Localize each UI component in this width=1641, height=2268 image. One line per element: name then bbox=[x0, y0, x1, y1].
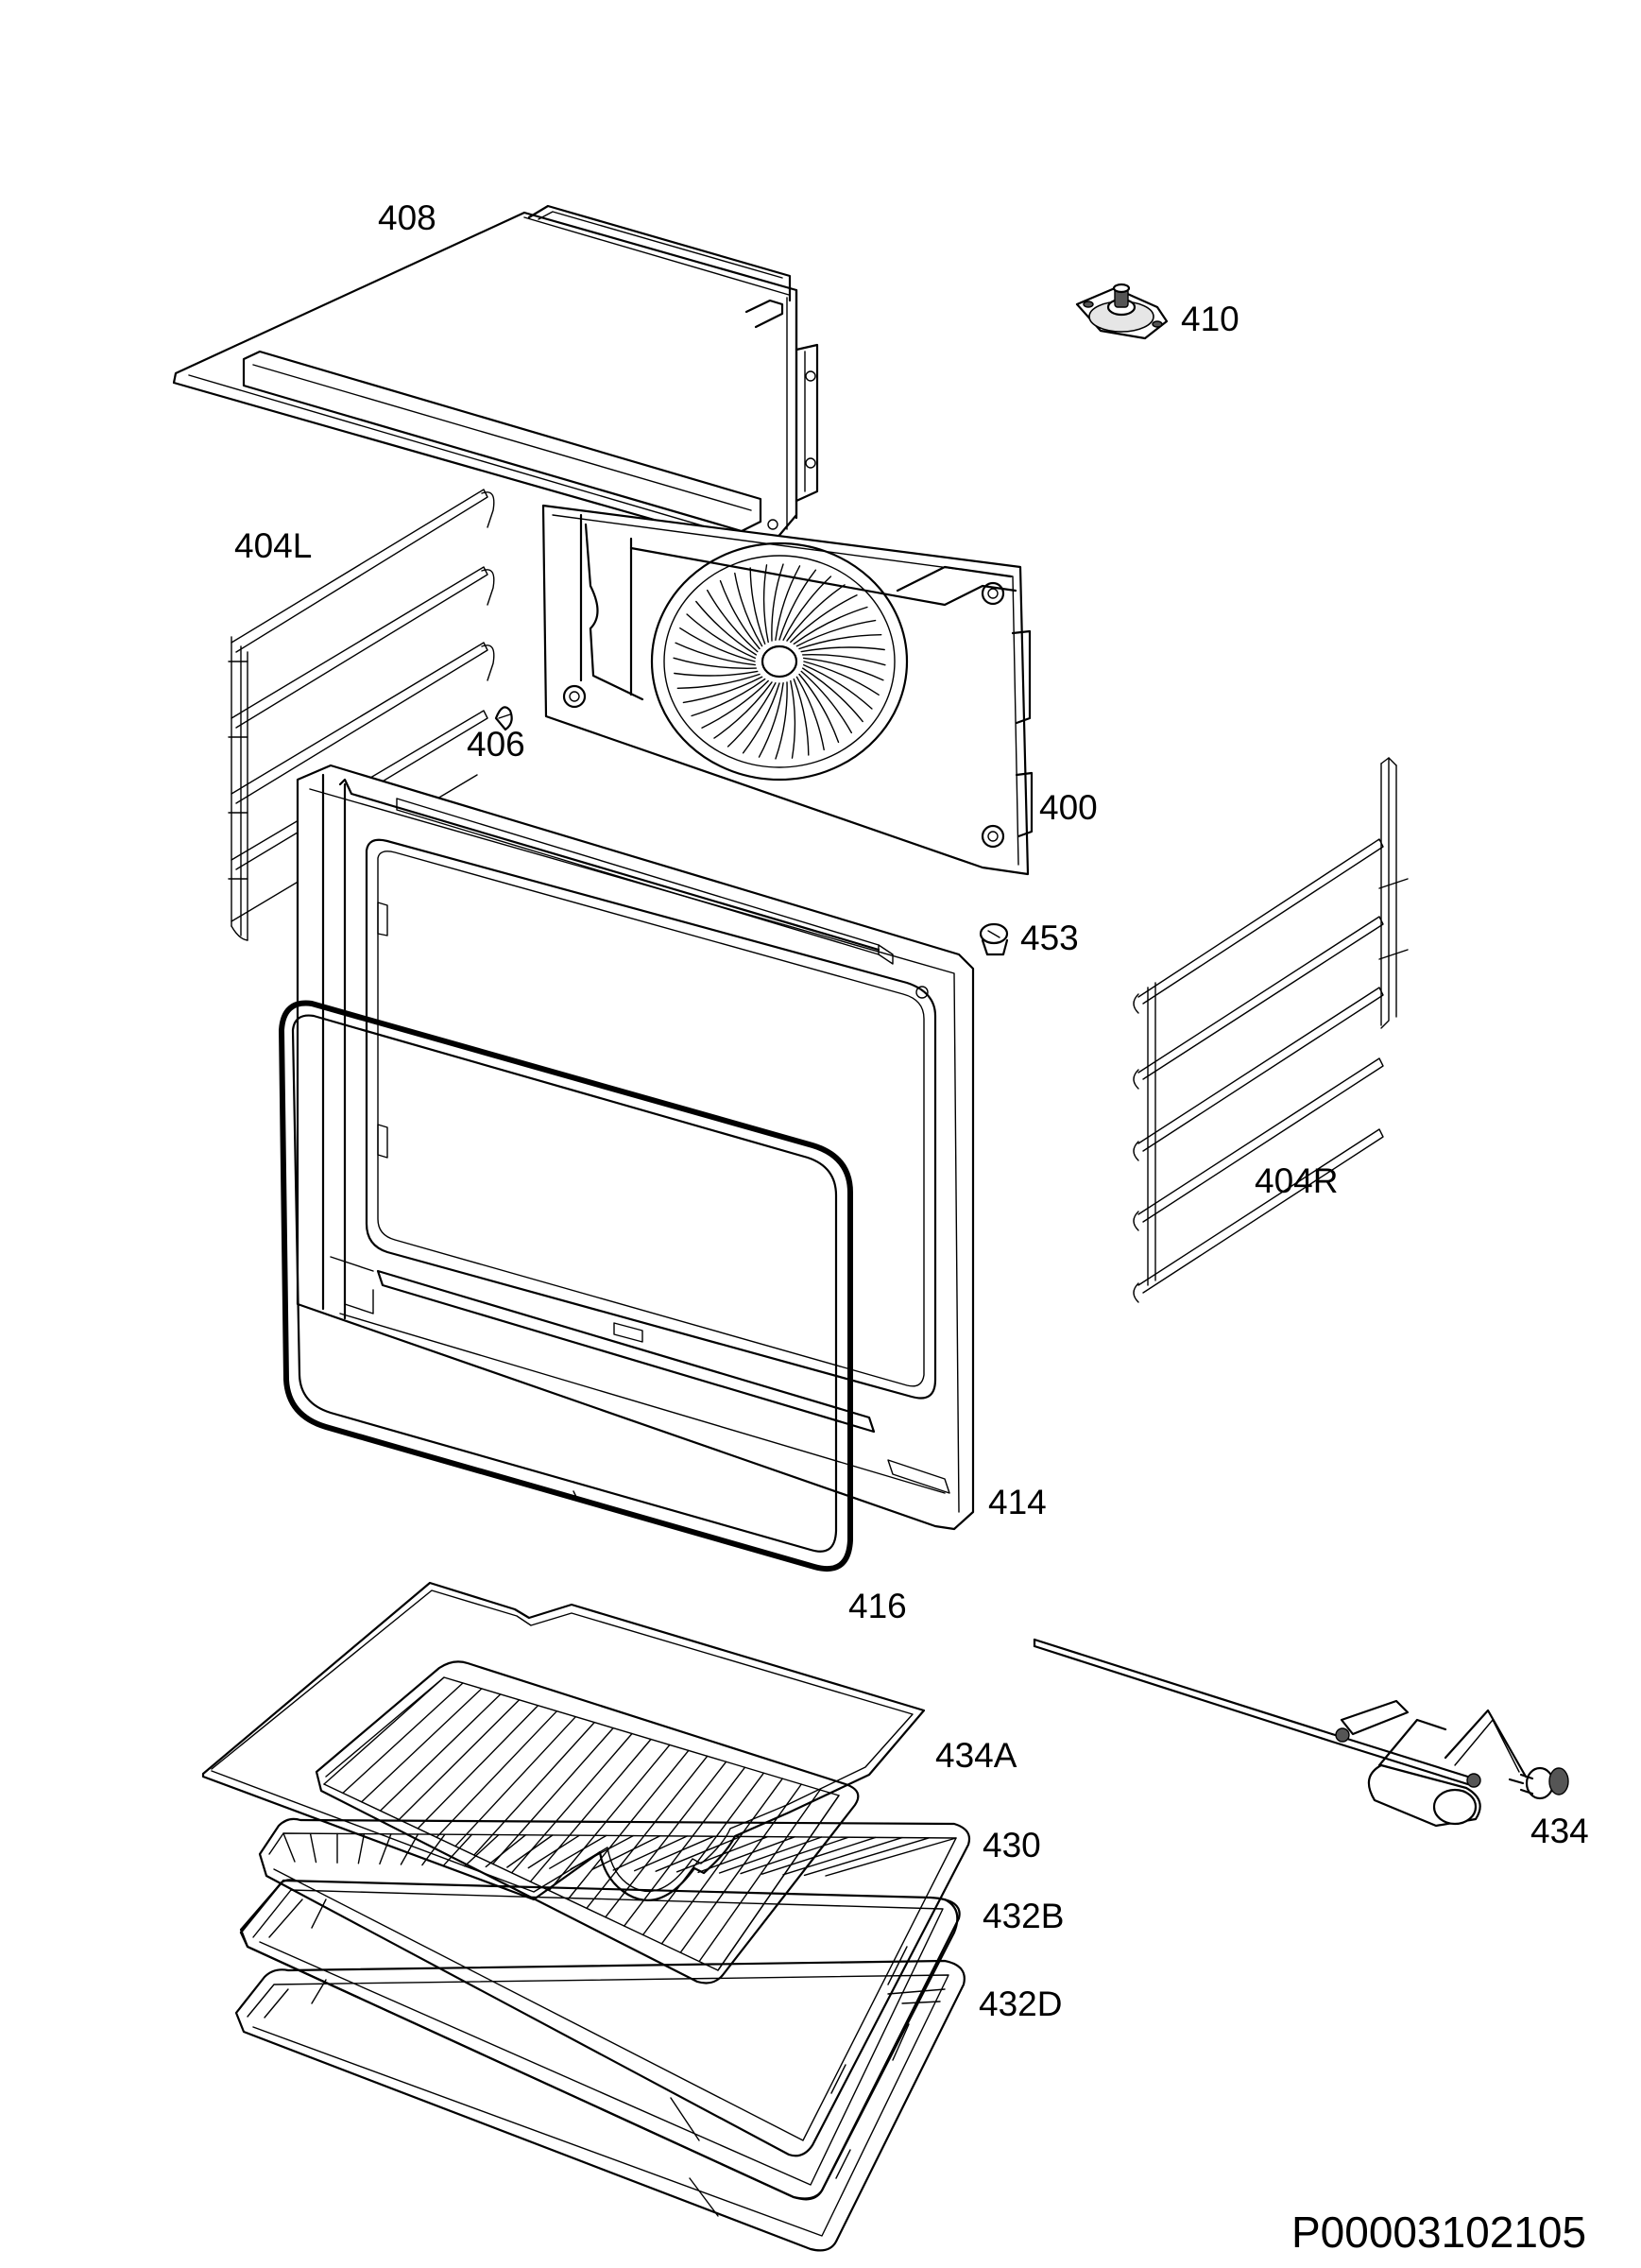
label-410: 410 bbox=[1181, 300, 1239, 338]
label-434: 434 bbox=[1530, 1812, 1589, 1850]
label-416: 416 bbox=[848, 1587, 907, 1625]
label-430: 430 bbox=[983, 1826, 1041, 1864]
label-414: 414 bbox=[988, 1483, 1047, 1521]
grill-grid-430 bbox=[315, 1660, 860, 1984]
nut-453 bbox=[979, 922, 1009, 956]
right-shelf-rack-404R bbox=[1133, 757, 1409, 1303]
label-453: 453 bbox=[1020, 919, 1079, 957]
label-404R: 404R bbox=[1255, 1161, 1338, 1200]
rear-panel-400 bbox=[541, 504, 1034, 876]
rotisserie-spit-434 bbox=[1033, 1638, 1569, 1828]
tray-432D bbox=[234, 1959, 966, 2252]
label-406: 406 bbox=[467, 725, 525, 764]
wire-rack-434A bbox=[201, 1581, 926, 1901]
reference-code: P00003102105 bbox=[1291, 2208, 1586, 2257]
tray-432B bbox=[239, 1879, 961, 2201]
inner-door-frame-414 bbox=[296, 764, 975, 1531]
label-408: 408 bbox=[378, 198, 436, 237]
lower-grill-frame bbox=[258, 1817, 971, 2157]
label-434A: 434A bbox=[935, 1736, 1017, 1775]
top-panel-408 bbox=[172, 204, 819, 559]
label-432D: 432D bbox=[979, 1984, 1062, 2023]
label-400: 400 bbox=[1039, 788, 1098, 827]
label-432B: 432B bbox=[983, 1897, 1064, 1935]
label-404L: 404L bbox=[234, 526, 312, 565]
clip-406 bbox=[494, 706, 513, 731]
grommet-410 bbox=[1075, 283, 1169, 340]
seal-gasket-416 bbox=[279, 1000, 853, 1572]
